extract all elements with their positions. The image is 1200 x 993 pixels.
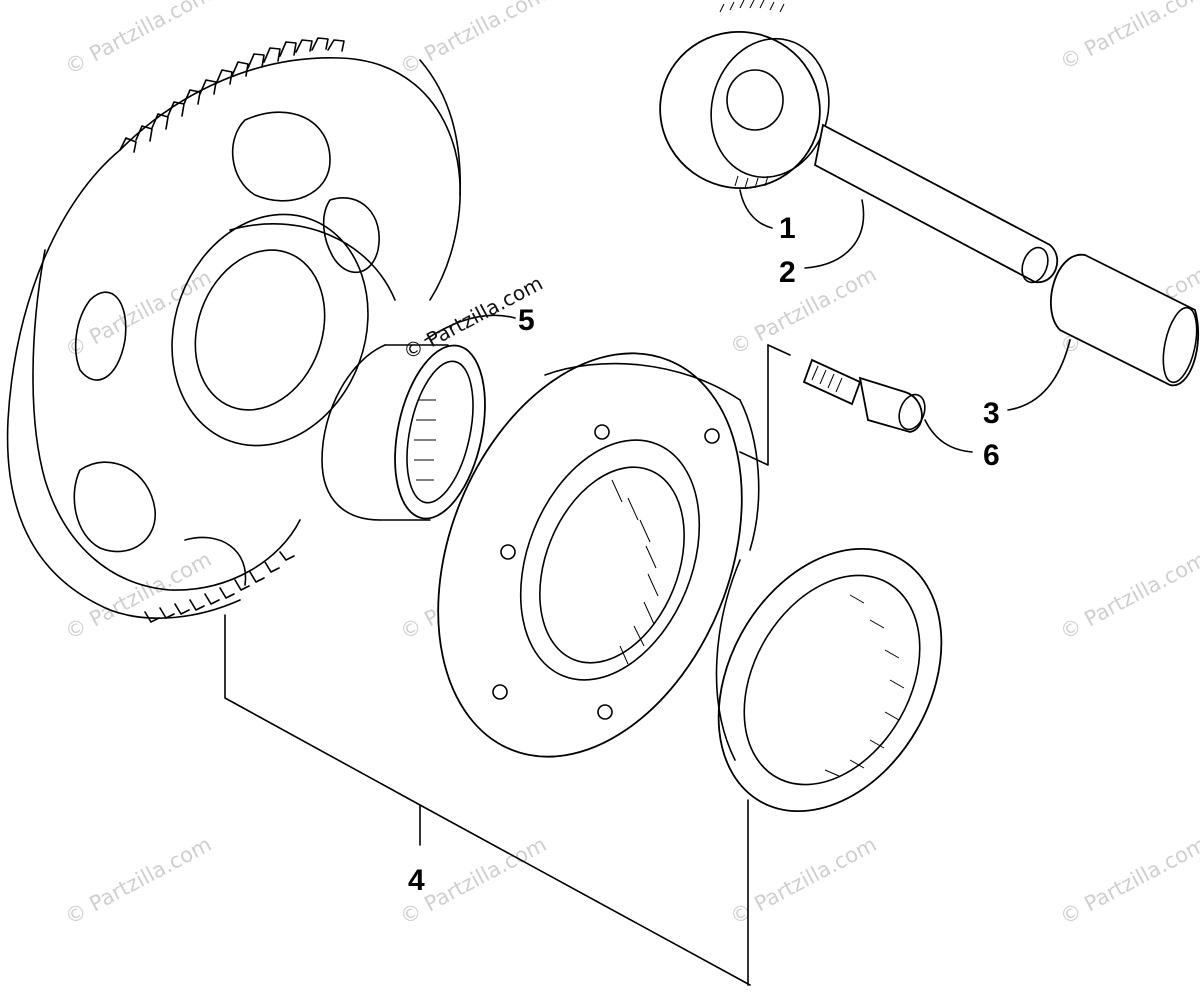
callout-6: 6 [983,439,1000,472]
callout-3: 3 [983,397,1000,430]
watermark: © Partzilla.com [1056,0,1200,74]
large-starter-gear [6,37,462,623]
watermark: © Partzilla.com [1056,832,1200,929]
watermark: © Partzilla.com [61,265,215,362]
watermark: © Partzilla.com [1056,547,1200,644]
idler-shaft [813,123,1059,284]
callout-5: 5 [518,304,535,337]
collar [1050,254,1199,387]
callout-1: 1 [779,212,796,245]
clutch-housing [437,352,760,758]
watermark: © Partzilla.com [396,0,550,79]
needle-bearing [321,344,486,521]
watermark: © Partzilla.com [726,832,880,929]
one-way-clutch [715,547,943,813]
watermark: © Partzilla.com [726,262,880,359]
idler-gear [659,0,830,190]
callout-2: 2 [779,256,796,289]
watermark: © Partzilla.com [61,0,215,79]
bolt [802,358,926,433]
callout-4: 4 [408,864,425,897]
callouts: 1 2 3 6 5 4 [408,212,1000,897]
watermark: © Partzilla.com [61,832,215,929]
leader-lines [224,189,1071,986]
